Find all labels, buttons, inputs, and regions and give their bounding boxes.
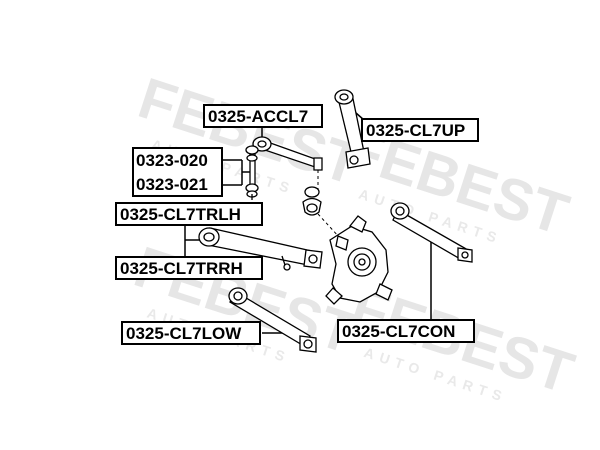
label-cl7low-text: 0325-CL7LOW <box>126 324 242 343</box>
label-cl7low[interactable]: 0325-CL7LOW <box>121 321 261 345</box>
label-0323-020-text: 0323-020 <box>136 151 208 170</box>
label-cl7up-text: 0325-CL7UP <box>366 121 465 140</box>
label-cl7trrh-text: 0325-CL7TRRH <box>120 259 243 278</box>
label-accl7-text: 0325-ACCL7 <box>208 107 308 126</box>
toe-arm-part <box>252 136 323 216</box>
parts <box>198 89 473 353</box>
upper-arm-part <box>334 89 371 169</box>
label-cl7trlh[interactable]: 0325-CL7TRLH <box>115 202 263 226</box>
stabilizer-link-part <box>245 145 259 200</box>
control-arm-part <box>390 202 473 263</box>
label-cl7up[interactable]: 0325-CL7UP <box>361 118 479 142</box>
label-cl7trlh-text: 0325-CL7TRLH <box>120 205 241 224</box>
knuckle-part <box>317 213 393 305</box>
label-cl7con-text: 0325-CL7CON <box>342 322 455 341</box>
label-0323-021-text: 0323-021 <box>136 175 208 194</box>
lower-arm-part <box>228 287 317 353</box>
label-cl7con[interactable]: 0325-CL7CON <box>337 319 475 343</box>
part-labels: 0325-ACCL7 0325-CL7UP 0323-020 0323-021 … <box>115 104 479 345</box>
label-cl7trrh[interactable]: 0325-CL7TRRH <box>115 256 263 280</box>
label-0323-020-021[interactable]: 0323-020 0323-021 <box>132 147 223 197</box>
label-accl7[interactable]: 0325-ACCL7 <box>203 104 323 128</box>
trailing-arm-part <box>198 227 323 271</box>
